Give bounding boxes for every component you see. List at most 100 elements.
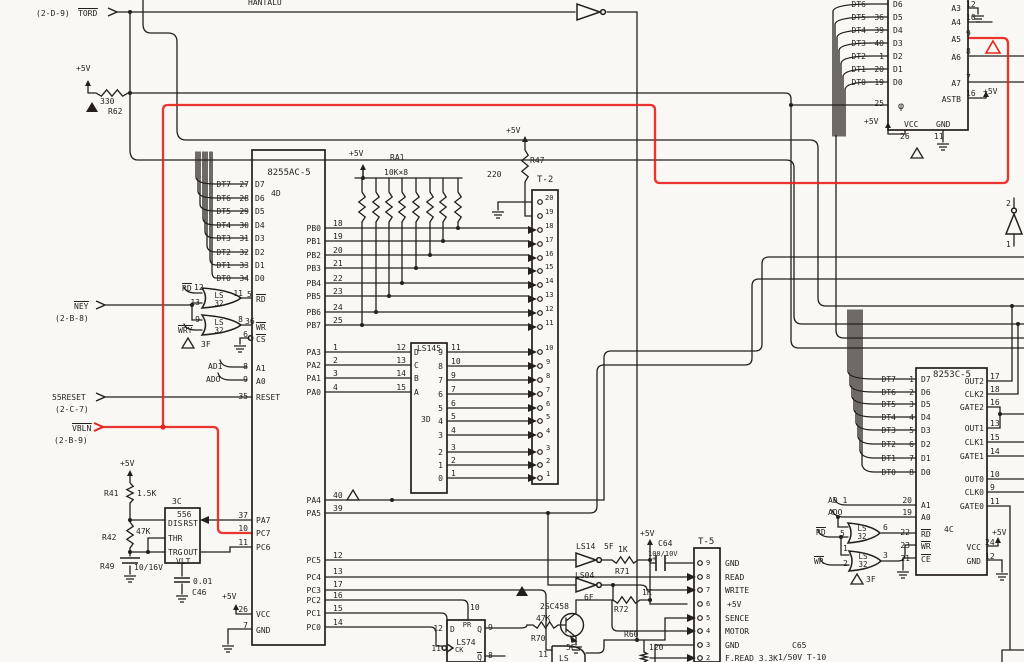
schematic-label: 6 <box>706 600 710 608</box>
schematic-label: GND <box>256 626 271 635</box>
schematic-label: 26 <box>900 132 910 141</box>
schematic-label: (2-B-8) <box>55 314 89 323</box>
schematic-label: D <box>450 625 455 634</box>
signal-arrow-icon <box>687 573 696 581</box>
t2-pin <box>537 377 543 383</box>
supply-arrow-icon <box>647 539 653 545</box>
signal-arrow-icon <box>528 376 537 384</box>
schematic-label: GATE0 <box>960 502 984 511</box>
resistor-icon <box>612 595 641 605</box>
warning-icon <box>849 572 865 585</box>
warning-icon <box>516 586 528 596</box>
junction-dot <box>146 550 150 554</box>
schematic-label: 8 <box>706 573 710 581</box>
schematic-label: 7 <box>909 454 914 463</box>
schematic-label: 19 <box>902 508 912 517</box>
schematic-label: Q <box>477 653 482 662</box>
schematic-label: 2 <box>333 356 338 365</box>
signal-arrow-icon <box>528 448 537 456</box>
schematic-label: D0 <box>921 468 931 477</box>
t2-pin <box>537 199 543 205</box>
schematic-label: R72 <box>614 605 629 614</box>
resistor-icon <box>453 191 463 223</box>
schematic-label: PB5 <box>307 292 322 301</box>
schematic-label: 21 <box>900 554 910 563</box>
schematic-label: A0 <box>921 513 931 522</box>
t2-pin <box>537 363 543 369</box>
schematic-label: GND <box>725 641 740 650</box>
schematic-label: VCC <box>256 610 271 619</box>
schematic-label: D3 <box>255 234 265 243</box>
schematic-label: LS <box>214 291 224 300</box>
schematic-label: 19 <box>874 78 884 87</box>
schematic-label: 1/50V T-10 <box>778 653 826 662</box>
net-entry-arrow-icon <box>95 392 107 402</box>
inverter-right-edge-bubble <box>1010 207 1018 214</box>
schematic-label: 8 <box>909 468 914 477</box>
signal-arrow-icon <box>528 254 537 262</box>
signal-arrow-icon <box>200 516 209 524</box>
schematic-label: CLK2 <box>965 390 984 399</box>
ic-8253c-5 <box>915 367 988 576</box>
schematic-label: DT3 <box>217 234 232 243</box>
resistor-icon <box>371 191 381 223</box>
schematic-label: A3 <box>951 4 961 13</box>
schematic-label: 4 <box>909 413 914 422</box>
schematic-label: +5V <box>506 126 521 135</box>
schematic-label: T-2 <box>537 175 553 185</box>
schematic-label: 28 <box>239 194 249 203</box>
gate-5e-partial <box>551 645 586 662</box>
junction-dot <box>836 515 840 519</box>
schematic-label: AD1 <box>208 362 223 371</box>
warning-icon <box>180 336 196 349</box>
signal-arrow-icon <box>528 461 537 469</box>
schematic-label: 40 <box>874 39 884 48</box>
resistor-icon <box>357 191 367 223</box>
schematic-label: 36 <box>245 317 255 326</box>
schematic-label: DT6 <box>217 194 232 203</box>
schematic-label: 16 <box>990 398 1000 407</box>
junction-dot <box>128 550 132 554</box>
schematic-label: 0.01 <box>193 577 212 586</box>
schematic-label: 3 <box>333 369 338 378</box>
schematic-label: 9 <box>546 358 550 366</box>
signal-arrow-icon <box>528 281 537 289</box>
t2-pin <box>537 418 543 424</box>
schematic-label: VCC <box>967 543 982 552</box>
schematic-label: 11 <box>538 650 548 659</box>
schematic-label: D5 <box>255 207 265 216</box>
schematic-label: A0 <box>256 377 266 386</box>
schematic-label: 15 <box>545 263 553 271</box>
signal-arrow-icon <box>528 362 537 370</box>
t2-pin <box>537 255 543 261</box>
schematic-label: R42 <box>102 533 117 542</box>
schematic-label: PB3 <box>307 264 322 273</box>
or-gate-ls32-4 <box>847 550 883 572</box>
schematic-label: 5 <box>451 412 456 421</box>
schematic-label: D0 <box>255 274 265 283</box>
schematic-label: C64 <box>658 539 673 548</box>
schematic-label: +5V <box>120 459 135 468</box>
schematic-label: PC4 <box>307 573 322 582</box>
schematic-label: GND <box>967 557 982 566</box>
schematic-label: GATE1 <box>960 452 984 461</box>
resistor-icon <box>384 191 394 223</box>
signal-arrow-icon <box>528 240 537 248</box>
schematic-label: LS <box>214 318 224 327</box>
schematic-label: PC2 <box>307 596 322 605</box>
t5-pin <box>697 574 703 580</box>
resistor-icon <box>425 191 435 223</box>
schematic-label: 14 <box>990 447 1000 456</box>
schematic-label: DT5 <box>852 13 867 22</box>
schematic-label: MOTOR <box>725 627 749 636</box>
schematic-label: 13 <box>396 356 406 365</box>
schematic-label: 3 <box>909 400 914 409</box>
schematic-label: DT0 <box>882 468 897 477</box>
schematic-label: D4 <box>921 413 931 422</box>
schematic-label: DT0 <box>852 78 867 87</box>
schematic-label: (2-C-7) <box>55 405 89 414</box>
schematic-label: 10 <box>470 603 480 612</box>
schematic-label: 11 <box>238 538 248 547</box>
schematic-label: 33 <box>239 261 249 270</box>
schematic-label: PC6 <box>256 543 271 552</box>
